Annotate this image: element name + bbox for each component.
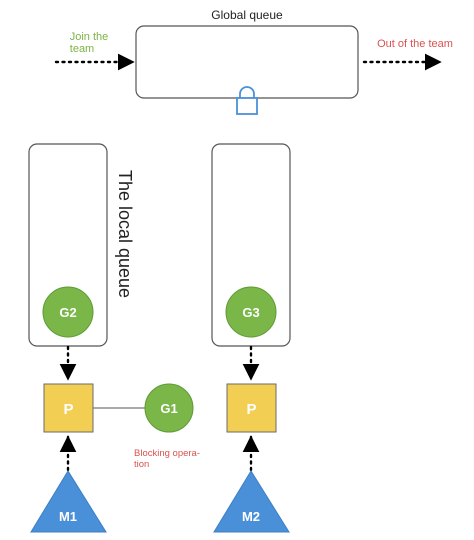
processor-p2: P (226, 383, 277, 433)
out-team-label: Out of the team (377, 38, 453, 50)
machine-m2-label: M2 (242, 509, 260, 524)
goroutine-g3-label: G3 (242, 305, 259, 320)
goroutine-g1-label: G1 (160, 401, 177, 416)
machine-m1: M1 (30, 470, 107, 533)
blocking-operation-label-line1: Blocking opera- (134, 448, 200, 459)
global-queue-title: Global queue (211, 8, 283, 22)
join-team-label-line1: Join the (70, 31, 109, 43)
goroutine-g2-label: G2 (59, 305, 76, 320)
goroutine-g1: G1 (144, 383, 194, 433)
machine-m2: M2 (213, 470, 290, 533)
lock-icon (236, 86, 258, 115)
goroutine-g3: G3 (225, 286, 277, 338)
local-queue-label: The local queue (115, 170, 135, 298)
machine-m1-label: M1 (59, 509, 77, 524)
processor-p2-label: P (246, 401, 256, 418)
blocking-operation-label-line2: tion (134, 459, 149, 470)
processor-p1-label: P (63, 401, 73, 418)
goroutine-g2: G2 (42, 286, 94, 338)
join-team-label-line2: team (70, 43, 94, 55)
processor-p1: P (43, 383, 94, 433)
